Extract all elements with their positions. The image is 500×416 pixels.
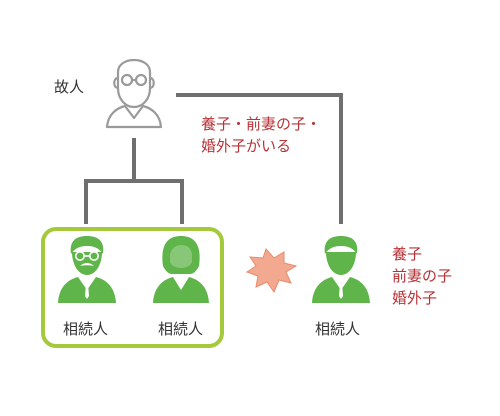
conflict-burst-icon — [245, 248, 298, 294]
man-with-glasses-and-mustache-icon — [58, 236, 116, 303]
heir-label-1: 相続人 — [63, 320, 109, 338]
deceased-label: 故人 — [54, 78, 85, 96]
woman-icon — [153, 236, 209, 303]
man-icon — [312, 236, 370, 303]
deceased-annotation: 養子・前妻の子・ 婚外子がいる — [201, 113, 321, 157]
connector-lines — [84, 93, 343, 224]
heir-label-3: 相続人 — [315, 320, 361, 338]
heir-3-annotation-line-3: 婚外子 — [392, 289, 438, 307]
heir-3-annotation-line-1: 養子 — [392, 245, 423, 263]
heir-3-annotation: 養子 前妻の子 婚外子 — [392, 243, 452, 309]
heir-label-2: 相続人 — [158, 320, 204, 338]
heir-3-annotation-line-2: 前妻の子 — [392, 267, 453, 285]
deceased-annotation-line-2: 婚外子がいる — [201, 137, 292, 155]
deceased-annotation-line-1: 養子・前妻の子・ — [201, 115, 322, 133]
heir-group-border — [41, 227, 224, 348]
elderly-person-with-glasses-icon — [105, 58, 163, 129]
